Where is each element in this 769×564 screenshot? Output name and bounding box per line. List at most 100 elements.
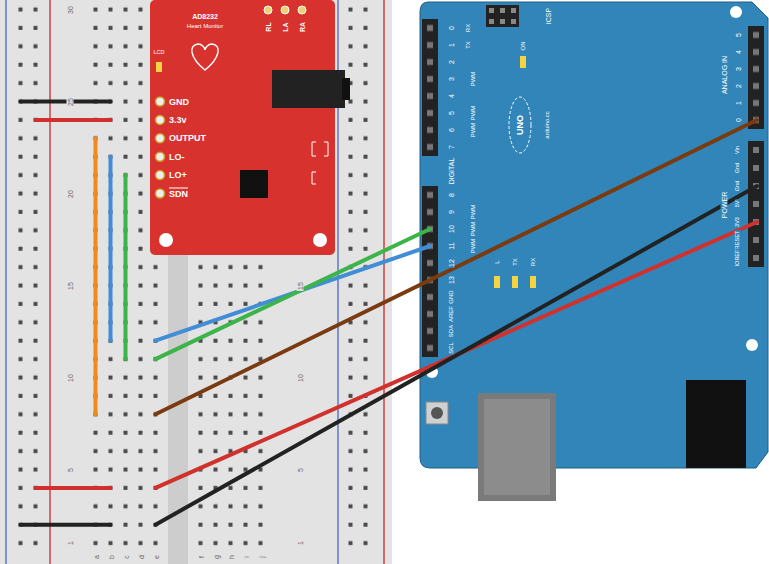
pin-label: POWER: [721, 191, 728, 219]
breadboard-label: 10: [67, 373, 74, 383]
pin-label: 3: [735, 66, 742, 72]
pin-label: 2: [735, 83, 742, 89]
breadboard-label: f: [197, 555, 204, 559]
electrode-pad: [281, 6, 289, 14]
pin-label: 8: [448, 192, 455, 198]
breadboard-label: 1: [67, 540, 74, 546]
breadboard-label: a: [92, 554, 99, 560]
pin-label: DIGITAL: [448, 157, 455, 186]
pin-label: SCL: [448, 341, 454, 355]
breadboard-label: 15: [297, 281, 304, 291]
wire: [109, 157, 113, 341]
led: [520, 56, 526, 68]
pin-label: 3.3v: [169, 115, 187, 124]
pin-label: 5: [448, 110, 455, 116]
wire: [156, 186, 758, 525]
pin-label: AD8232: [192, 13, 218, 20]
pin-header: [748, 141, 764, 267]
breadboard-label: g: [212, 554, 219, 560]
pin-label: PWM: [470, 71, 476, 88]
breadboard-label: 15: [67, 281, 74, 291]
rail-line: [383, 0, 385, 564]
header-holes: [486, 5, 519, 27]
pin-label: GND: [169, 97, 189, 106]
pin-label: 1: [735, 100, 742, 106]
pin-pad: [156, 189, 165, 198]
mount-hole: [159, 233, 173, 247]
pin-label: RX: [530, 257, 536, 267]
pin-pad: [156, 97, 165, 106]
pin-label: 0: [448, 25, 455, 31]
pin-label: 12: [448, 258, 455, 268]
wire: [21, 100, 111, 104]
pin-label: PWM: [470, 204, 476, 221]
pin-pads: [156, 97, 165, 198]
breadboard-label: 20: [67, 189, 74, 199]
wire: [21, 523, 111, 527]
arduino-board: ICSPRXTX01234567PWMPWMPWMDIGITAL89101112…: [418, 0, 769, 470]
breadboard-label: e: [152, 554, 159, 560]
reset-button: [426, 402, 448, 424]
pin-label: RA: [299, 22, 306, 32]
pin-label: Gnd: [735, 162, 741, 174]
breadboard-label: 25: [67, 97, 74, 107]
breadboard-label: 10: [297, 373, 304, 383]
component-outline: [312, 142, 328, 184]
pin-label: arduino.cc: [544, 110, 550, 140]
pin-label: 0: [735, 117, 742, 123]
pin-label: ON: [520, 41, 526, 52]
breadboard-label: b: [107, 554, 114, 560]
pin-label: UNO: [516, 114, 525, 136]
header-holes: [748, 26, 764, 129]
pin-pad: [156, 171, 165, 180]
pin-label: PWM: [470, 221, 476, 238]
breadboard-label: 5: [297, 467, 304, 473]
breadboard: [0, 0, 392, 564]
pin-label: RL: [265, 22, 272, 31]
pin-label: IOREF: [735, 249, 741, 268]
pin-label: SDN: [169, 189, 188, 198]
heart-logo: [192, 44, 218, 70]
pin-label: PWM: [470, 238, 476, 255]
led: [512, 276, 518, 288]
pin-label: PWM: [470, 122, 476, 139]
pin-label: ANALOG IN: [721, 55, 728, 95]
pin-header: [748, 26, 764, 129]
wire: [36, 118, 111, 122]
pin-label: 5V: [735, 200, 741, 209]
pin-label: 3: [448, 76, 455, 82]
reset-button: [431, 407, 443, 419]
header-holes: [748, 141, 764, 267]
ic-chip: [240, 170, 268, 198]
pin-header: [422, 186, 438, 357]
pin-label: LA: [282, 22, 289, 31]
pin-label: 10: [448, 224, 455, 234]
pin-label: 7: [448, 144, 455, 150]
pin-label: LO+: [169, 171, 187, 180]
pin-label: 5: [735, 32, 742, 38]
pin-label: SDA: [448, 324, 454, 338]
header-holes: [422, 186, 438, 357]
breadboard-holes: [13, 0, 43, 552]
pin-label: TX: [465, 40, 471, 50]
breadboard-label: 1: [297, 540, 304, 546]
pin-label: AREF: [448, 305, 454, 323]
wire: [36, 486, 111, 490]
pin-label: 3V3: [735, 216, 741, 228]
power-jack: [686, 380, 746, 468]
rail-line: [5, 0, 7, 564]
mount-hole: [746, 339, 758, 351]
pin-label: 2: [448, 59, 455, 65]
logo-oval: [509, 97, 531, 153]
breadboard-label: 5: [67, 467, 74, 473]
mount-hole: [313, 233, 327, 247]
pin-label: ICSP: [545, 7, 552, 25]
audio-jack: [342, 78, 350, 100]
pin-label: RESET: [735, 230, 741, 250]
breadboard-label: j: [257, 555, 264, 559]
pin-label: LO-: [169, 152, 185, 161]
